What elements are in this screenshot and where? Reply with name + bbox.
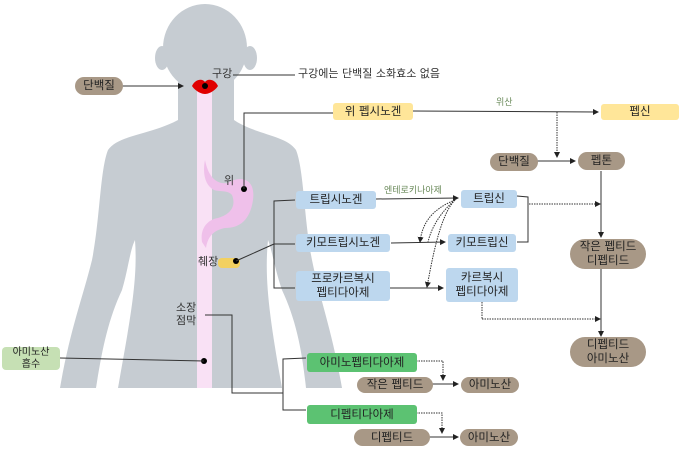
stomach-acid-label: 위산 [496, 98, 513, 108]
amino-acid-node-2: 아미노산 [460, 429, 518, 446]
trypsinogen-node: 트립시노겐 [296, 191, 376, 209]
amino-acid-node-1: 아미노산 [461, 377, 519, 393]
pepsin-node: 펩신 [601, 104, 679, 120]
trypsin-node: 트립신 [461, 190, 517, 208]
peptone-node: 펩톤 [578, 152, 625, 170]
mouth-label: 구강 [212, 67, 233, 80]
small-intestine-label: 소장 점막 [176, 301, 197, 327]
dipeptide-aminoacid-node: 디펩티드 아미노산 [570, 337, 646, 367]
amino-acid-absorption-node: 아미노산 흡수 [2, 347, 60, 370]
aminopeptidase-node: 아미노펩티다아제 [307, 353, 417, 372]
protein-stomach-node: 단백질 [490, 153, 538, 171]
chymotrypsin-node: 키모트립신 [448, 234, 516, 252]
dipeptidase-node: 디펩티다아제 [307, 405, 417, 424]
stomach-label: 위 [224, 174, 235, 187]
pepsinogen-node: 위 펩시노겐 [333, 103, 413, 120]
small-peptide-node: 작은 펩티드 [357, 377, 433, 393]
dipeptide-node: 디펩티드 [354, 429, 430, 446]
carboxypeptidase-node: 카르복시 펩티다아제 [446, 268, 518, 302]
small-peptide-dipeptide-node: 작은 펩티드 디펩티드 [570, 239, 646, 269]
protein-input-node: 단백질 [75, 77, 123, 95]
stomach-shape [201, 160, 254, 248]
pancreas-label: 췌장 [198, 255, 219, 268]
mouth-note: 구강에는 단백질 소화효소 없음 [298, 67, 441, 80]
enterokinase-label: 엔테로키나아제 [384, 186, 442, 196]
procarboxypeptidase-node: 프로카르복시 펩티다아제 [296, 271, 390, 301]
chymotrypsinogen-node: 키모트립시노겐 [296, 234, 390, 252]
